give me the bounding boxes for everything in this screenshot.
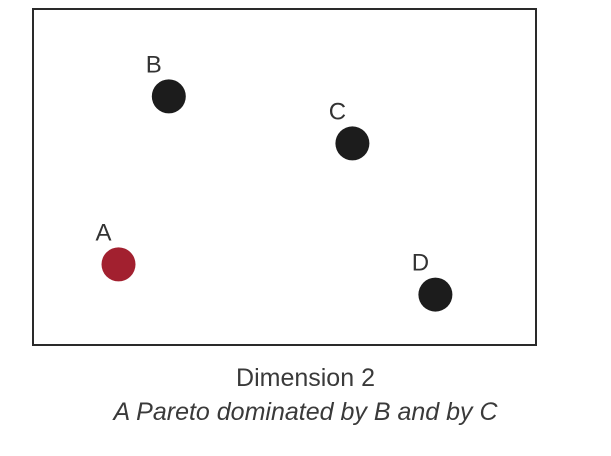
point-label-a: A xyxy=(96,219,112,246)
points-layer: B C A D xyxy=(96,51,453,312)
plot-frame xyxy=(32,8,537,346)
point-d xyxy=(418,277,453,312)
caption-description: A Pareto dominated by B and by C xyxy=(113,398,498,426)
point-c xyxy=(335,126,370,161)
point-label-d: D xyxy=(412,250,429,277)
caption-dimension-label: Dimension 2 xyxy=(236,364,375,392)
point-label-c: C xyxy=(329,98,346,125)
point-b xyxy=(151,79,186,114)
point-a xyxy=(101,247,136,282)
point-label-b: B xyxy=(146,51,162,78)
